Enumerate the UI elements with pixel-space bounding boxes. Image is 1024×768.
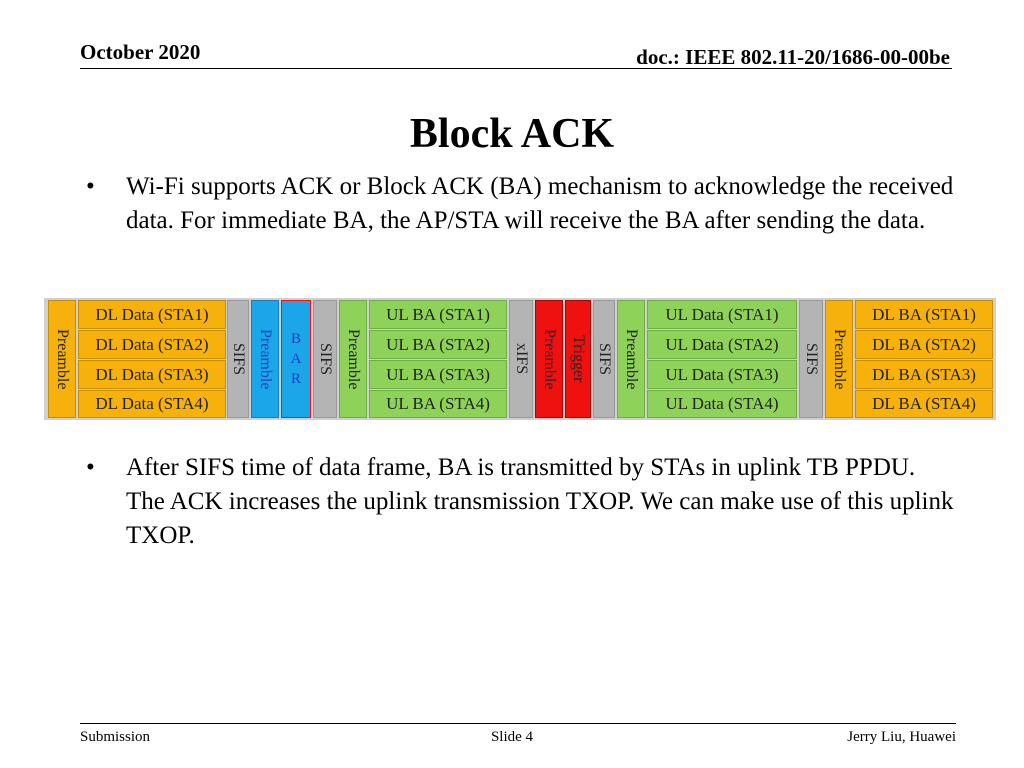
ul-ba-sta2: UL BA (STA2) bbox=[369, 330, 507, 359]
bullet-text-1: Wi-Fi supports ACK or Block ACK (BA) mec… bbox=[126, 173, 954, 234]
header-date: October 2020 bbox=[80, 40, 201, 64]
sifs-label: SIFS bbox=[230, 342, 247, 376]
dl-ba-sta2: DL BA (STA2) bbox=[855, 330, 993, 359]
dl-ba-sta4: DL BA (STA4) bbox=[855, 390, 993, 418]
ul-data-sta1: UL Data (STA1) bbox=[647, 300, 797, 329]
preamble-block-blue: Preamble bbox=[251, 300, 279, 418]
dl-ba-sta1: DL BA (STA1) bbox=[855, 300, 993, 329]
preamble-block-2: Preamble bbox=[825, 300, 853, 418]
ul-ba-sta1: UL BA (STA1) bbox=[369, 300, 507, 329]
sifs-block-4: SIFS bbox=[799, 300, 823, 418]
trigger-label: Trigger bbox=[570, 335, 587, 383]
sifs-label: SIFS bbox=[596, 342, 613, 376]
bar-letter-a: A bbox=[290, 351, 302, 367]
ul-ba-block: UL BA (STA1) UL BA (STA2) UL BA (STA3) U… bbox=[369, 300, 507, 418]
dl-data-sta4: DL Data (STA4) bbox=[78, 390, 226, 418]
preamble-label: Preamble bbox=[257, 328, 274, 390]
sifs-block-1: SIFS bbox=[227, 300, 249, 418]
header-doc-id: doc.: IEEE 802.11-20/1686-00-00be bbox=[636, 45, 950, 69]
bullet-text-2: After SIFS time of data frame, BA is tra… bbox=[126, 454, 954, 549]
trigger-block: Trigger bbox=[565, 300, 591, 418]
preamble-block-green-2: Preamble bbox=[617, 300, 645, 418]
bar-letter-r: R bbox=[290, 371, 301, 387]
dl-ba-block: DL BA (STA1) DL BA (STA2) DL BA (STA3) D… bbox=[855, 300, 993, 418]
dl-ba-sta3: DL BA (STA3) bbox=[855, 360, 993, 389]
sifs-block-3: SIFS bbox=[593, 300, 615, 418]
bullet-item-2: • After SIFS time of data frame, BA is t… bbox=[86, 451, 956, 553]
footer-author: Jerry Liu, Huawei bbox=[847, 729, 956, 745]
ul-data-block: UL Data (STA1) UL Data (STA2) UL Data (S… bbox=[647, 300, 797, 418]
bullet-dot: • bbox=[86, 173, 95, 200]
ul-data-sta2: UL Data (STA2) bbox=[647, 330, 797, 359]
preamble-label: Preamble bbox=[831, 328, 848, 390]
header-divider bbox=[80, 68, 952, 69]
preamble-label: Preamble bbox=[54, 328, 71, 390]
bullet-item-1: • Wi-Fi supports ACK or Block ACK (BA) m… bbox=[86, 170, 956, 238]
preamble-label: Preamble bbox=[541, 328, 558, 390]
preamble-block-red: Preamble bbox=[535, 300, 563, 418]
ul-data-sta3: UL Data (STA3) bbox=[647, 360, 797, 389]
preamble-label: Preamble bbox=[623, 328, 640, 390]
xifs-label: xIFS bbox=[513, 343, 530, 375]
dl-data-sta3: DL Data (STA3) bbox=[78, 360, 226, 389]
sifs-label: SIFS bbox=[317, 342, 334, 376]
ul-data-sta4: UL Data (STA4) bbox=[647, 390, 797, 418]
preamble-label: Preamble bbox=[345, 328, 362, 390]
sifs-block-2: SIFS bbox=[313, 300, 337, 418]
footer-slide-number: Slide 4 bbox=[490, 729, 534, 745]
ul-ba-sta4: UL BA (STA4) bbox=[369, 390, 507, 418]
bar-letter-b: B bbox=[290, 331, 301, 347]
block-ack-diagram: Preamble DL Data (STA1) DL Data (STA2) D… bbox=[44, 298, 996, 420]
footer-divider bbox=[80, 723, 956, 724]
preamble-block-1: Preamble bbox=[48, 300, 76, 418]
footer-submission: Submission bbox=[80, 729, 151, 745]
bullet-dot: • bbox=[86, 454, 95, 481]
xifs-block: xIFS bbox=[509, 300, 533, 418]
dl-data-sta2: DL Data (STA2) bbox=[78, 330, 226, 359]
ul-ba-sta3: UL BA (STA3) bbox=[369, 360, 507, 389]
dl-data-sta1: DL Data (STA1) bbox=[78, 300, 226, 329]
slide-title: Block ACK bbox=[409, 111, 615, 157]
sifs-label: SIFS bbox=[803, 342, 820, 376]
preamble-block-green-1: Preamble bbox=[339, 300, 367, 418]
dl-data-block: DL Data (STA1) DL Data (STA2) DL Data (S… bbox=[78, 300, 226, 418]
bar-block: B A R bbox=[281, 300, 311, 418]
